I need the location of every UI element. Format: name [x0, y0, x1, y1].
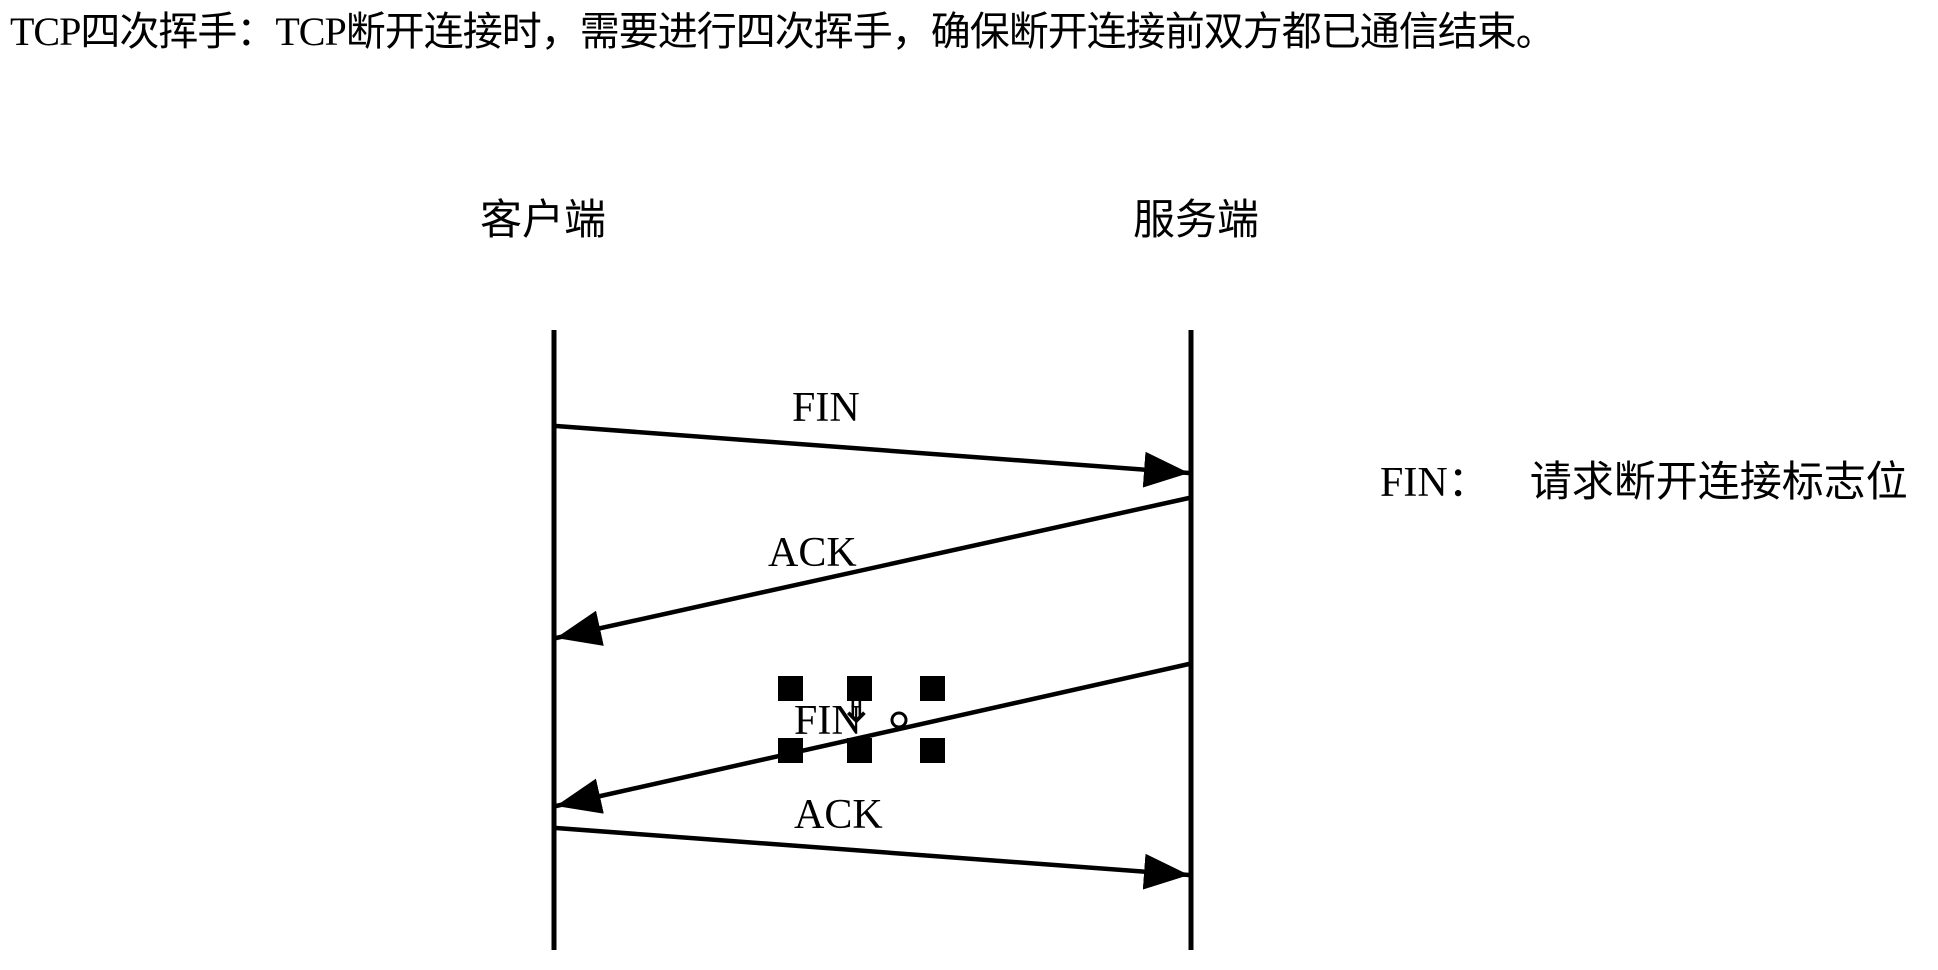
message-arrow-fin-server-to-client[interactable]	[555, 661, 1190, 814]
selection-handle-icon[interactable]	[778, 738, 803, 763]
legend-definition: 请求断开连接标志位	[1529, 460, 1908, 506]
actor-client-label: 客户端	[480, 198, 607, 244]
message-arrow-fin-client-to-server[interactable]	[555, 423, 1190, 488]
selection-handle-icon[interactable]	[920, 676, 945, 701]
message-arrow-ack-client-to-server[interactable]	[555, 825, 1190, 890]
message-arrow-ack-server-to-client[interactable]	[555, 495, 1190, 646]
selection-handle-icon[interactable]	[847, 738, 872, 763]
selection-handle-icon[interactable]	[847, 676, 872, 701]
message-label-ack-2: ACK	[794, 792, 883, 838]
rotation-handle-icon[interactable]	[890, 711, 908, 729]
page-title: TCP四次挥手：TCP断开连接时，需要进行四次挥手，确保断开连接前双方都已通信结…	[10, 9, 1556, 54]
selection-box[interactable]	[778, 676, 945, 763]
legend: FIN： 请求断开连接标志位	[1380, 455, 1908, 511]
selection-handle-icon[interactable]	[778, 676, 803, 701]
legend-term: FIN：	[1380, 460, 1490, 506]
actor-server-label: 服务端	[1133, 198, 1260, 244]
message-label-ack-1: ACK	[768, 530, 857, 576]
message-label-fin-1: FIN	[792, 385, 860, 431]
selection-handle-icon[interactable]	[920, 738, 945, 763]
move-cursor-icon: ⇕	[838, 682, 875, 733]
message-label-fin-2[interactable]: FIN	[794, 698, 862, 744]
